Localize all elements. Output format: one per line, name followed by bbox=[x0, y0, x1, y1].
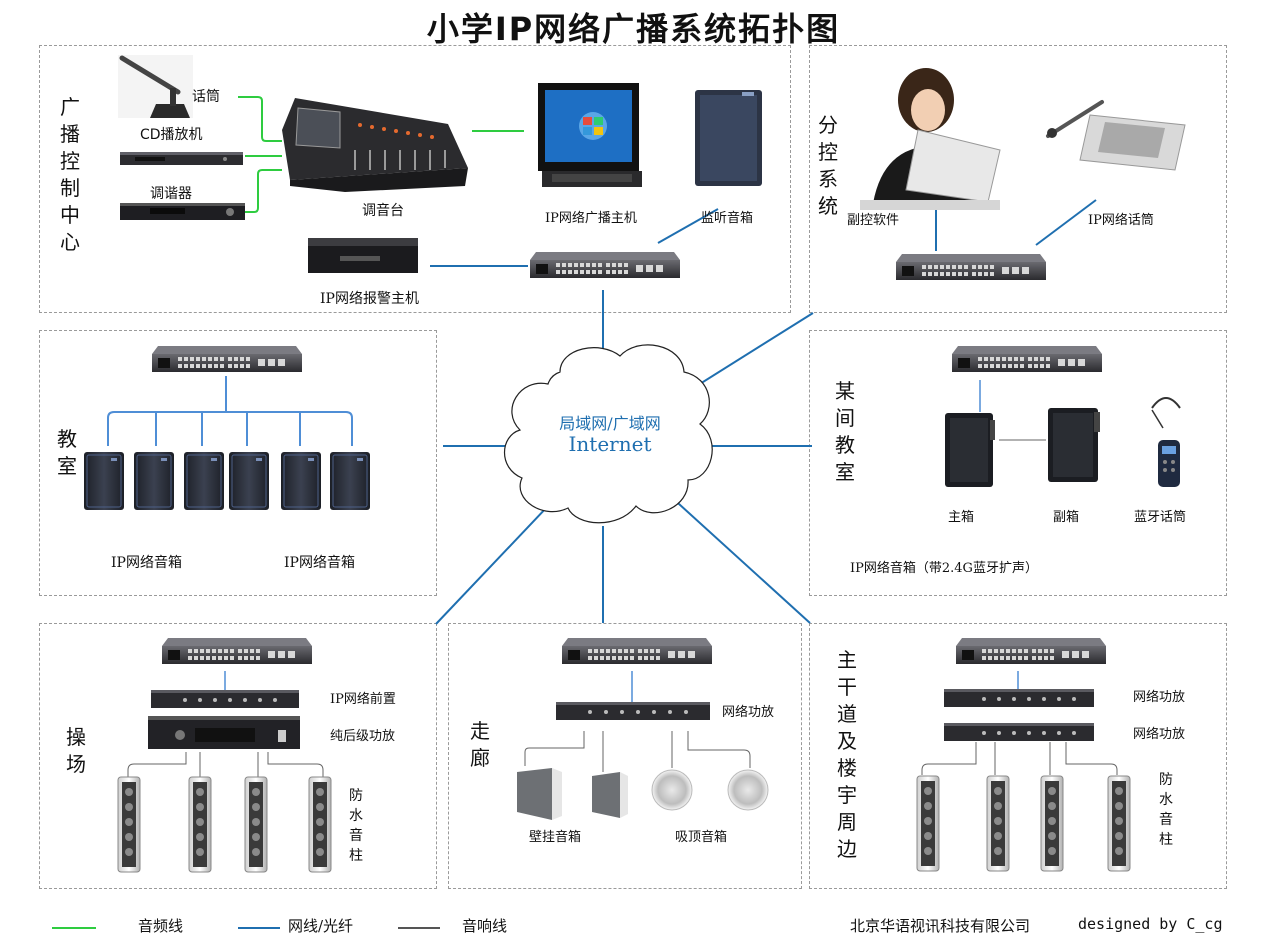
waterproof-column-speaker-icon bbox=[1040, 775, 1064, 872]
wall-speaker-icon bbox=[592, 772, 628, 818]
monitor-speaker-label: 监听音箱 bbox=[701, 211, 754, 226]
broadcast-host-icon bbox=[538, 83, 642, 187]
zone-some-classroom bbox=[809, 330, 1227, 596]
waterproof-column-label: 防水音柱 bbox=[349, 788, 363, 864]
zone-name-main-road: 主干道及楼宇周边 bbox=[837, 648, 857, 861]
corridor-amplifier-icon bbox=[556, 702, 710, 720]
ip-preamp-label: IP网络前置 bbox=[330, 692, 396, 707]
cloud-label-lan-wan: 局域网/广域网 bbox=[559, 414, 661, 433]
ceiling-speaker-icon bbox=[651, 769, 693, 811]
classroom-speaker-icon bbox=[133, 451, 175, 511]
sub-speaker-icon bbox=[1048, 408, 1100, 482]
mic-label: 话筒 bbox=[192, 89, 220, 105]
power-amp-label: 纯后级功放 bbox=[330, 729, 396, 744]
main-speaker-icon bbox=[945, 413, 995, 487]
legend-speaker-label: 音响线 bbox=[462, 917, 508, 935]
operator-with-laptop-icon bbox=[860, 68, 1001, 210]
mixing-console-icon bbox=[282, 98, 468, 192]
bluetooth-mic-label: 蓝牙话筒 bbox=[1134, 510, 1187, 525]
ceiling-speaker-icon bbox=[727, 769, 769, 811]
classroom-speaker-icon bbox=[228, 451, 270, 511]
sub-speaker-label: 副箱 bbox=[1053, 510, 1080, 525]
zone-name-corridor: 走廊 bbox=[470, 719, 490, 770]
classroom-speaker-icon bbox=[280, 451, 322, 511]
waterproof-column-speaker-icon bbox=[188, 776, 212, 873]
waterproof-column-speaker-icon bbox=[117, 776, 141, 873]
classroom-switch-icon bbox=[152, 346, 302, 372]
sub-software-label: 副控软件 bbox=[847, 213, 900, 228]
cd-player-icon bbox=[120, 152, 243, 165]
network-amplifier-icon bbox=[944, 689, 1094, 707]
alarm-host-icon bbox=[308, 238, 418, 273]
waterproof-column-speaker-icon bbox=[1107, 775, 1131, 872]
cloud-label-internet: Internet bbox=[568, 432, 652, 456]
legend-audio-line bbox=[52, 927, 96, 929]
network-amp-label-1: 网络功放 bbox=[1133, 690, 1186, 705]
zone-sub-control bbox=[809, 45, 1227, 313]
legend-speaker-line bbox=[398, 927, 440, 929]
bluetooth-speaker-caption: IP网络音箱（带2.4G蓝牙扩声） bbox=[850, 561, 1038, 576]
wall-speaker-icon bbox=[517, 768, 562, 820]
waterproof-column-speaker-icon bbox=[244, 776, 268, 873]
waterproof-column-speaker-icon bbox=[916, 775, 940, 872]
internet-cloud-icon bbox=[504, 344, 713, 524]
corridor-amp-label: 网络功放 bbox=[722, 705, 775, 720]
diagram-title: 小学IP网络广播系统拓扑图 bbox=[426, 10, 841, 48]
network-amp-label-2: 网络功放 bbox=[1133, 727, 1186, 742]
sub-switch-icon bbox=[896, 254, 1046, 280]
ip-speaker-label-1: IP网络音箱 bbox=[111, 555, 182, 571]
waterproof-column-speaker-icon bbox=[986, 775, 1010, 872]
waterproof-column-speaker-icon bbox=[308, 776, 332, 873]
zone-playground bbox=[39, 623, 437, 889]
zone-name-sub-control: 分控系统 bbox=[818, 113, 838, 218]
ip-preamp-icon bbox=[151, 690, 299, 708]
zone-control-center bbox=[39, 45, 791, 313]
gooseneck-mic-icon bbox=[118, 55, 193, 118]
ceiling-speaker-label: 吸顶音箱 bbox=[675, 830, 728, 845]
main-speaker-label: 主箱 bbox=[948, 510, 975, 525]
zone-name-playground: 操场 bbox=[66, 725, 86, 776]
zone-name-classroom: 教室 bbox=[57, 427, 77, 478]
main-road-column-label: 防水音柱 bbox=[1159, 772, 1173, 848]
monitor-speaker-icon bbox=[695, 90, 762, 186]
power-amplifier-icon bbox=[148, 716, 300, 749]
legend-audio-label: 音频线 bbox=[138, 917, 184, 935]
designer-credit: designed by C_cg bbox=[1078, 915, 1223, 933]
playground-switch-icon bbox=[162, 638, 312, 664]
tuner-label: 调谐器 bbox=[150, 186, 192, 202]
bluetooth-mic-icon bbox=[1151, 397, 1181, 487]
zone-name-control-center: 广播控制中心 bbox=[60, 95, 80, 254]
network-amplifier-icon bbox=[944, 723, 1094, 741]
ip-mic-label: IP网络话筒 bbox=[1088, 213, 1154, 228]
main-road-switch-icon bbox=[956, 638, 1106, 664]
some-classroom-switch-icon bbox=[952, 346, 1102, 372]
corridor-switch-icon bbox=[562, 638, 712, 664]
classroom-speaker-icon bbox=[183, 451, 225, 511]
zone-classroom bbox=[39, 330, 437, 596]
core-switch-icon bbox=[530, 252, 680, 278]
zone-corridor bbox=[448, 623, 802, 889]
classroom-speaker-icon bbox=[83, 451, 125, 511]
alarm-host-label: IP网络报警主机 bbox=[320, 291, 419, 307]
cd-player-label: CD播放机 bbox=[140, 127, 203, 143]
ip-desk-mic-icon bbox=[1046, 100, 1186, 171]
tuner-icon bbox=[120, 203, 245, 220]
zone-name-some-classroom: 某间教室 bbox=[835, 379, 855, 484]
legend-network-line bbox=[238, 927, 280, 929]
mixer-label: 调音台 bbox=[362, 203, 404, 219]
wall-speaker-label: 壁挂音箱 bbox=[529, 830, 582, 845]
legend-network-label: 网线/光纤 bbox=[288, 917, 354, 935]
classroom-speaker-icon bbox=[329, 451, 371, 511]
zone-main-road bbox=[809, 623, 1227, 889]
ip-speaker-label-2: IP网络音箱 bbox=[284, 555, 355, 571]
broadcast-host-label: IP网络广播主机 bbox=[545, 211, 637, 226]
company-name: 北京华语视讯科技有限公司 bbox=[850, 917, 1031, 935]
